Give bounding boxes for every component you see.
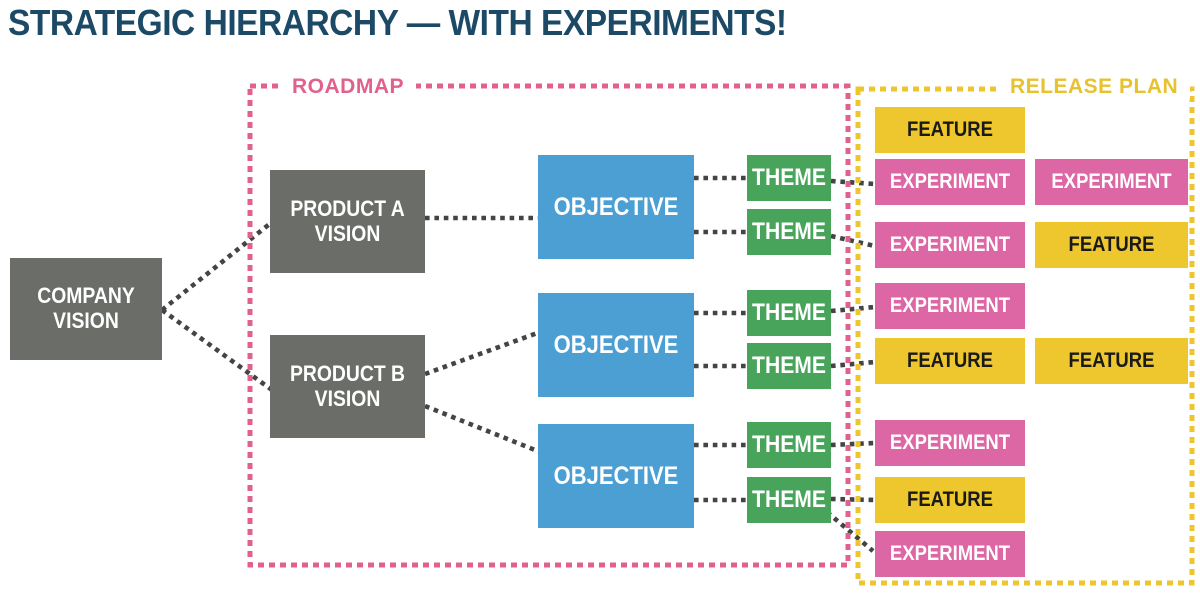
node-label: FEATURE bbox=[907, 488, 993, 512]
release-item-feature: FEATURE bbox=[875, 477, 1025, 523]
node-label: COMPANY VISION bbox=[37, 283, 135, 333]
node-label: OBJECTIVE bbox=[553, 462, 679, 490]
release-item-experiment: EXPERIMENT bbox=[875, 420, 1025, 466]
node-product-b-vision: PRODUCT B VISION bbox=[270, 335, 425, 438]
release-item-feature: FEATURE bbox=[875, 107, 1025, 153]
connector bbox=[825, 510, 875, 553]
node-label: EXPERIMENT bbox=[889, 233, 1011, 257]
node-label: THEME bbox=[752, 430, 826, 458]
node-theme-4: THEME bbox=[747, 343, 831, 389]
node-label: PRODUCT B VISION bbox=[289, 360, 406, 411]
release-item-experiment: EXPERIMENT bbox=[875, 159, 1025, 205]
node-label: THEME bbox=[752, 298, 826, 326]
node-label: FEATURE bbox=[907, 349, 993, 373]
connector bbox=[160, 308, 274, 392]
release-item-feature: FEATURE bbox=[1035, 222, 1188, 268]
release-item-experiment: EXPERIMENT bbox=[875, 531, 1025, 577]
node-label: THEME bbox=[752, 217, 826, 245]
node-label: EXPERIMENT bbox=[889, 294, 1011, 318]
node-label: EXPERIMENT bbox=[889, 170, 1011, 194]
node-label: THEME bbox=[752, 351, 826, 379]
connector bbox=[830, 496, 876, 503]
release-item-experiment: EXPERIMENT bbox=[875, 222, 1025, 268]
node-label: FEATURE bbox=[1068, 349, 1155, 373]
node-theme-6: THEME bbox=[747, 477, 831, 523]
release-item-feature: FEATURE bbox=[1035, 338, 1188, 384]
node-label: EXPERIMENT bbox=[889, 542, 1011, 566]
node-theme-5: THEME bbox=[747, 422, 831, 468]
node-objective-3: OBJECTIVE bbox=[538, 424, 694, 528]
release-item-experiment: EXPERIMENT bbox=[875, 283, 1025, 329]
connector bbox=[424, 329, 541, 377]
node-objective-1: OBJECTIVE bbox=[538, 155, 694, 259]
node-label: PRODUCT A VISION bbox=[290, 195, 405, 246]
node-label: THEME bbox=[752, 485, 826, 513]
node-label: EXPERIMENT bbox=[889, 431, 1011, 455]
release-item-experiment: EXPERIMENT bbox=[1035, 159, 1188, 205]
connector bbox=[830, 178, 876, 187]
node-product-a-vision: PRODUCT A VISION bbox=[270, 170, 425, 273]
node-theme-2: THEME bbox=[747, 209, 831, 255]
connector bbox=[830, 233, 876, 249]
node-objective-2: OBJECTIVE bbox=[538, 293, 694, 397]
release-item-feature: FEATURE bbox=[875, 338, 1025, 384]
node-label: FEATURE bbox=[907, 118, 993, 142]
node-theme-1: THEME bbox=[747, 155, 831, 201]
connector bbox=[160, 220, 274, 312]
node-label: OBJECTIVE bbox=[553, 331, 679, 359]
page-title: STRATEGIC HIERARCHY — WITH EXPERIMENTS! bbox=[8, 2, 787, 43]
connector bbox=[830, 304, 876, 314]
roadmap-label: ROADMAP bbox=[280, 75, 416, 99]
node-theme-3: THEME bbox=[747, 290, 831, 336]
node-label: FEATURE bbox=[1068, 233, 1155, 257]
connector bbox=[830, 440, 876, 448]
node-label: OBJECTIVE bbox=[553, 193, 679, 221]
node-label: EXPERIMENT bbox=[1051, 170, 1172, 194]
node-company-vision: COMPANY VISION bbox=[10, 258, 162, 360]
node-label: THEME bbox=[752, 163, 826, 191]
connector bbox=[830, 359, 876, 369]
connector bbox=[424, 403, 541, 455]
release-plan-label: RELEASE PLAN bbox=[998, 75, 1191, 99]
